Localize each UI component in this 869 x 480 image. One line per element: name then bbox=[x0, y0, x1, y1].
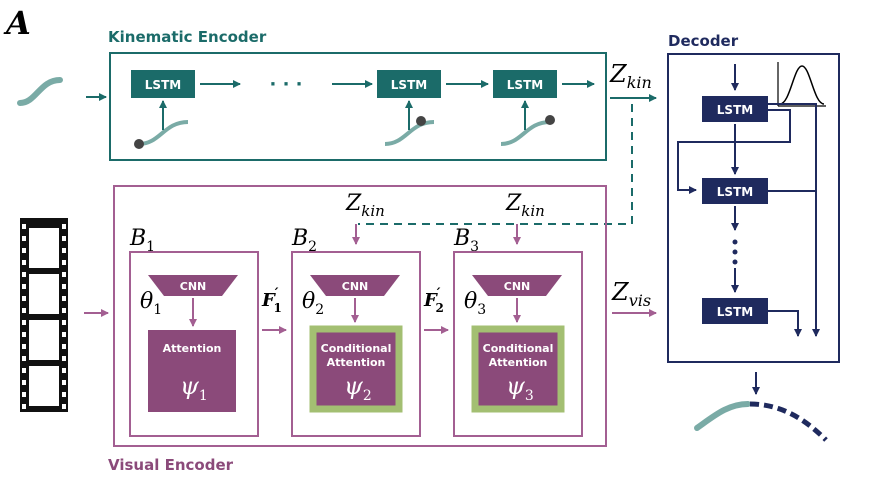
block-3-cnn-label: CNN bbox=[504, 280, 531, 293]
kinematic-sample-dot-2 bbox=[416, 116, 426, 126]
kinematic-input-curve bbox=[17, 77, 63, 106]
kinematic-lstm-2: LSTM bbox=[377, 70, 441, 98]
block-2-attention bbox=[309, 325, 403, 413]
decoder-feedback-loop bbox=[677, 109, 791, 194]
z-vis-label: Zvis bbox=[611, 278, 651, 310]
film-strip-icon bbox=[20, 218, 68, 412]
block-3-attention-label-2: Attention bbox=[489, 356, 548, 369]
kinematic-encoder-box bbox=[109, 52, 607, 161]
feature-2-label: F′2 bbox=[423, 286, 444, 315]
kinematic-lstm-1: LSTM bbox=[131, 70, 195, 98]
block-3-attention bbox=[471, 325, 565, 413]
block-1-label: B1 bbox=[129, 226, 155, 255]
block-1-attention-label: Attention bbox=[163, 342, 222, 355]
block-1-psi: ψ1 bbox=[180, 372, 208, 404]
decoder-lstm-1: LSTM bbox=[702, 96, 768, 122]
decoder-ellipsis bbox=[732, 239, 738, 265]
feature-1-label: F′1 bbox=[261, 286, 282, 315]
decoder-output-bus-1 bbox=[768, 103, 820, 337]
block-1-theta: θ1 bbox=[140, 289, 162, 318]
block-3-theta: θ3 bbox=[464, 289, 486, 318]
block-1-cnn-label: CNN bbox=[180, 280, 207, 293]
kinematic-sample-curve-2 bbox=[384, 120, 435, 146]
kinematic-encoder-title: Kinematic Encoder bbox=[108, 28, 267, 46]
block-1-attention bbox=[148, 330, 236, 412]
block-2-label: B2 bbox=[291, 226, 317, 255]
block-2-cnn bbox=[310, 275, 400, 296]
svg-text:LSTM: LSTM bbox=[391, 78, 427, 92]
block-3-cnn bbox=[472, 275, 562, 296]
block-2-box bbox=[291, 251, 421, 437]
block-2-attention-label-2: Attention bbox=[327, 356, 386, 369]
z-kin-label: Zkin bbox=[609, 60, 652, 92]
z-kin-dashed-route bbox=[358, 104, 633, 225]
svg-text:LSTM: LSTM bbox=[717, 103, 753, 117]
decoder-lstm-3-output bbox=[768, 310, 802, 337]
visual-encoder-title: Visual Encoder bbox=[108, 456, 234, 474]
decoder-lstm-3: LSTM bbox=[702, 298, 768, 324]
kinematic-sample-curve-1 bbox=[138, 120, 189, 146]
svg-text:LSTM: LSTM bbox=[717, 305, 753, 319]
block-2-attention-label-1: Conditional bbox=[321, 342, 392, 355]
gaussian-distribution-icon bbox=[777, 62, 826, 107]
panel-letter: A bbox=[3, 4, 31, 42]
output-predicted-curve bbox=[749, 401, 828, 442]
decoder-lstm-2: LSTM bbox=[702, 178, 768, 204]
block-3-attention-label-1: Conditional bbox=[483, 342, 554, 355]
block-3-label: B3 bbox=[453, 226, 479, 255]
svg-text:LSTM: LSTM bbox=[145, 78, 181, 92]
block-2-z-kin-label: Zkin bbox=[345, 191, 385, 220]
visual-encoder-box bbox=[113, 185, 607, 447]
block-2-cnn-label: CNN bbox=[342, 280, 369, 293]
kinematic-sample-curve-3 bbox=[500, 120, 551, 146]
block-2-psi: ψ2 bbox=[344, 372, 372, 404]
block-2-theta: θ2 bbox=[302, 289, 324, 318]
block-3-box bbox=[453, 251, 583, 437]
block-1-box bbox=[129, 251, 259, 437]
kinematic-sample-dot-3 bbox=[545, 115, 555, 125]
kinematic-ellipsis: · · · bbox=[269, 74, 302, 95]
kinematic-lstm-3: LSTM bbox=[493, 70, 557, 98]
block-3-z-kin-label: Zkin bbox=[505, 191, 545, 220]
block-1-cnn bbox=[148, 275, 238, 296]
kinematic-sample-dot-1 bbox=[134, 139, 144, 149]
output-observed-curve bbox=[694, 401, 751, 431]
svg-text:LSTM: LSTM bbox=[717, 185, 753, 199]
svg-text:LSTM: LSTM bbox=[507, 78, 543, 92]
block-3-psi: ψ3 bbox=[506, 372, 534, 404]
decoder-box bbox=[667, 53, 840, 363]
decoder-title: Decoder bbox=[668, 32, 739, 50]
